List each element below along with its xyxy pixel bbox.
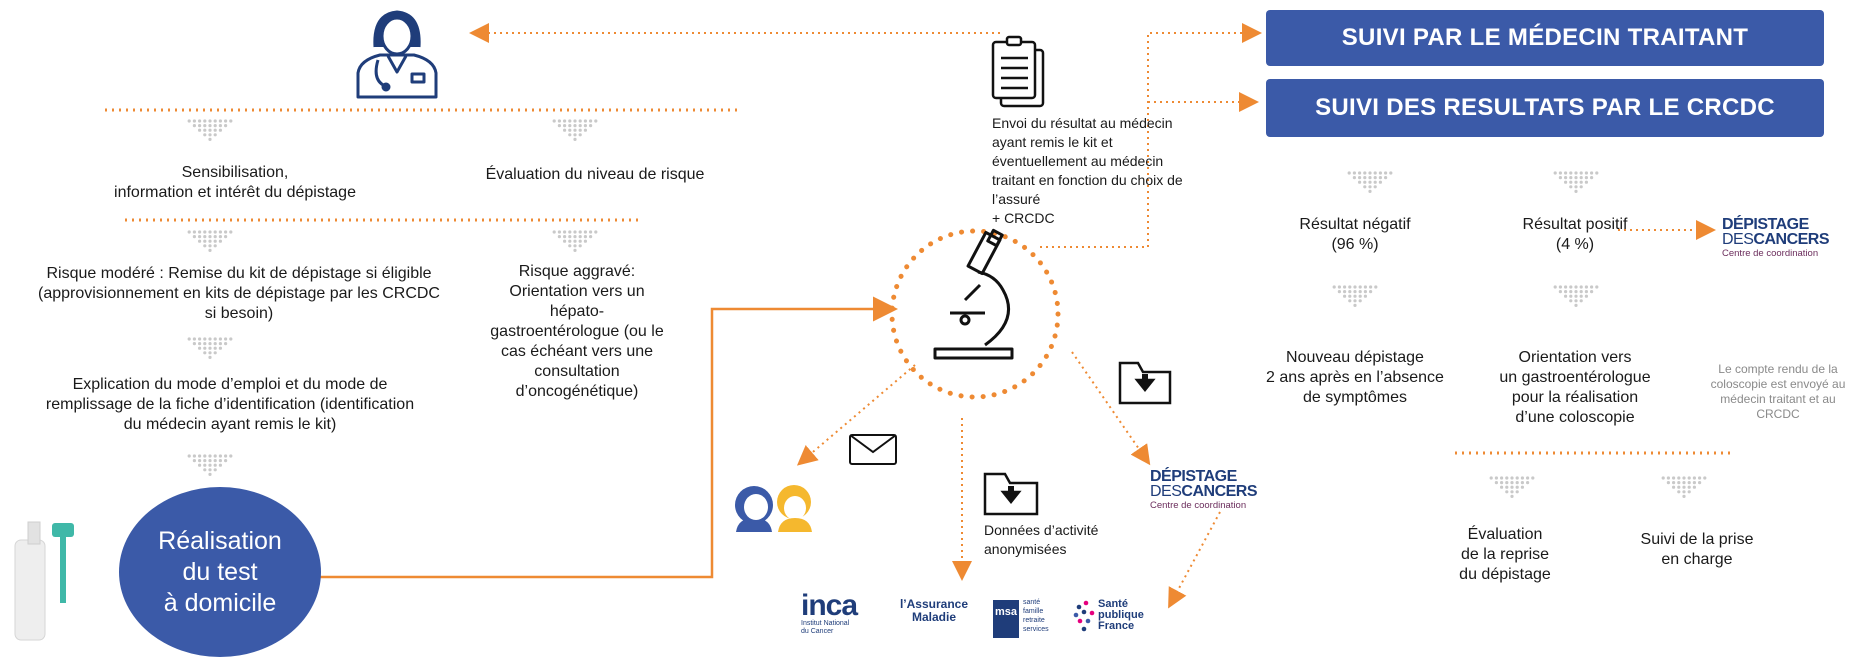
text-nouveau-depistage: Nouveau dépistage 2 ans après en l’absen… bbox=[1266, 349, 1444, 406]
dot-triangle bbox=[1489, 476, 1535, 498]
text-envoi-resultat: Envoi du résultat au médecin ayant remis… bbox=[992, 115, 1183, 226]
dot-triangle bbox=[1332, 285, 1378, 307]
arrow-to-patients bbox=[796, 364, 916, 466]
dot-triangles bbox=[187, 119, 1707, 498]
logo-msa-lines: santé famille retraite services bbox=[1023, 599, 1049, 633]
logo-spf-text: Santé publique France bbox=[1098, 598, 1144, 632]
text-evaluation-reprise: Évaluation de la reprise du dépistage bbox=[1459, 526, 1551, 583]
logo-depistage-sub: Centre de coordination bbox=[1722, 248, 1819, 259]
sante-publique-dots-icon bbox=[1073, 600, 1095, 632]
patients-icon bbox=[735, 485, 812, 532]
text-risque-modere: Risque modéré : Remise du kit de dépista… bbox=[38, 265, 440, 322]
logo-msa-letters: msa bbox=[993, 600, 1019, 638]
dot-triangle bbox=[552, 230, 598, 252]
logo-depistage-line1: DÉPISTAGE bbox=[1722, 216, 1809, 233]
dot-triangle bbox=[187, 337, 233, 359]
text-donnees-activite: Données d’activité anonymisées bbox=[984, 522, 1099, 557]
doctor-icon bbox=[356, 10, 438, 99]
text-sensibilisation: Sensibilisation, information et intérêt … bbox=[114, 164, 356, 201]
header-crcdc: SUIVI DES RESULTATS PAR LE CRCDC bbox=[1266, 79, 1824, 137]
logo-depistage-des: DES bbox=[1150, 483, 1182, 500]
folder-download-icon-2 bbox=[983, 472, 1039, 516]
arrow-crcdc-to-agencies bbox=[1168, 511, 1221, 609]
dot-triangle bbox=[187, 454, 233, 476]
logo-depistage-cancers: CANCERS bbox=[1753, 231, 1830, 248]
arrow-to-medecin bbox=[1040, 23, 1262, 248]
dot-triangle bbox=[1661, 476, 1707, 498]
dot-triangle bbox=[1553, 285, 1599, 307]
arrow-test-to-lab bbox=[320, 296, 898, 579]
dot-triangle bbox=[187, 119, 233, 141]
text-evaluation-risque: Évaluation du niveau de risque bbox=[485, 166, 705, 183]
dot-triangle bbox=[187, 230, 233, 252]
test-kit-icon bbox=[14, 521, 74, 641]
logo-sante-publique: Santé publique France bbox=[1072, 597, 1144, 641]
logo-depistage-des: DES bbox=[1722, 231, 1754, 248]
logo-assurance-text: l’Assurance Maladie bbox=[899, 597, 969, 624]
clipboard-icon bbox=[991, 35, 1045, 108]
arrow-to-crcdc-logo bbox=[1071, 351, 1151, 466]
logo-inca-sub: Institut National du Cancer bbox=[801, 620, 850, 635]
logo-depistage-cancers: CANCERS bbox=[1181, 483, 1258, 500]
logo-depistage-sub: Centre de coordination bbox=[1150, 500, 1247, 511]
logo-assurance-maladie: l’Assurance Maladie bbox=[888, 598, 980, 624]
text-compte-rendu: Le compte rendu de la coloscopie est env… bbox=[1710, 362, 1846, 421]
text-orientation-gastro: Orientation vers un gastroentérologue po… bbox=[1499, 349, 1651, 426]
logo-depistage-cancers-center: DÉPISTAGE DESCANCERS Centre de coordinat… bbox=[1150, 469, 1290, 512]
logo-inca: inca Institut National du Cancer bbox=[801, 589, 867, 636]
logo-msa: msa santé famille retraite services bbox=[993, 598, 1055, 640]
envelope-icon bbox=[849, 434, 897, 465]
text-explication: Explication du mode d’emploi et du mode … bbox=[45, 376, 415, 433]
lab-circle bbox=[889, 228, 1061, 400]
text-suivi-prise: Suivi de la prise en charge bbox=[1640, 531, 1754, 568]
folder-download-icon-1 bbox=[1118, 361, 1172, 405]
logo-depistage-cancers-right: DÉPISTAGE DESCANCERS Centre de coordinat… bbox=[1722, 217, 1862, 260]
realisation-label: Réalisation du test à domicile bbox=[158, 526, 282, 617]
text-resultat-positif: Résultat positif (4 %) bbox=[1522, 216, 1628, 253]
header-medecin: SUIVI PAR LE MÉDECIN TRAITANT bbox=[1266, 10, 1824, 66]
logo-inca-main: inca bbox=[801, 589, 858, 622]
microscope-icon bbox=[933, 228, 1014, 360]
dot-triangle bbox=[552, 119, 598, 141]
dot-triangle bbox=[1347, 171, 1393, 193]
dot-triangle bbox=[1553, 171, 1599, 193]
logo-depistage-line1: DÉPISTAGE bbox=[1150, 468, 1237, 485]
realisation-circle: Réalisation du test à domicile bbox=[119, 487, 321, 657]
text-risque-aggrave: Risque aggravé: Orientation vers un hépa… bbox=[490, 263, 664, 400]
text-resultat-negatif: Résultat négatif (96 %) bbox=[1299, 216, 1411, 253]
